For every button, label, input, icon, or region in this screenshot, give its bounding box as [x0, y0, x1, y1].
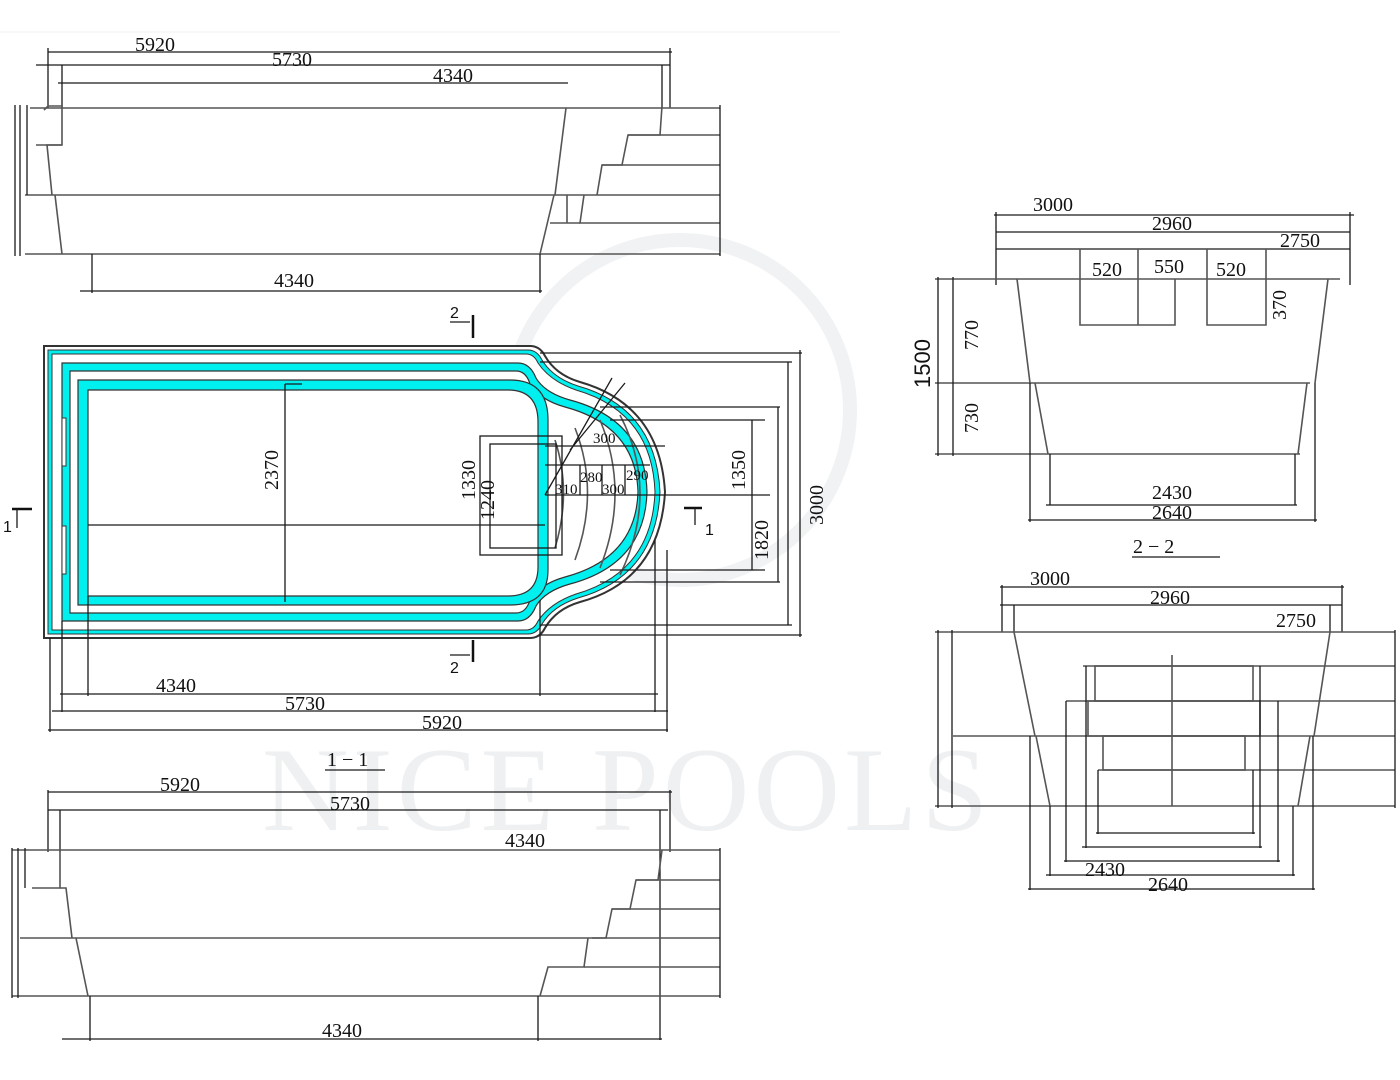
dim-1240: 1240 [477, 480, 499, 520]
section-2-2-lower: 3000 2960 2750 2430 2640 [935, 568, 1396, 896]
dim-5730: 5730 [272, 49, 312, 71]
dim-1-1-5920: 5920 [160, 774, 200, 796]
dim-seat-520-left: 520 [1092, 259, 1122, 281]
dim-depth-1500: 1500 [910, 339, 935, 388]
dim-depth-730: 730 [961, 403, 983, 433]
dim-1350: 1350 [728, 450, 750, 490]
watermark-text: NICE POOLS [262, 723, 992, 856]
section-2-2-label: 2 − 2 [1133, 536, 1174, 558]
dim-1330: 1330 [458, 460, 480, 500]
dim-3000: 3000 [806, 485, 828, 525]
dim-plan-5730: 5730 [285, 693, 325, 715]
dim-2-2b-3000: 3000 [1030, 568, 1070, 590]
dim-2-2-2750: 2750 [1280, 230, 1320, 252]
section-1-1: 1 − 1 5920 5730 4340 4340 [11, 749, 721, 1042]
dim-plan-5920: 5920 [422, 712, 462, 734]
dim-step-310: 310 [555, 482, 578, 498]
section-marker-2-top: 2 [450, 305, 475, 338]
section-marker-1-right: 1 [684, 506, 714, 539]
svg-text:1: 1 [3, 519, 12, 536]
dim-1-1-5730: 5730 [330, 793, 370, 815]
svg-text:2: 2 [450, 305, 459, 322]
section-marker-1-left: 1 [3, 507, 32, 536]
dim-seat-520-right: 520 [1216, 259, 1246, 281]
svg-text:1: 1 [705, 522, 714, 539]
dim-4340-top: 4340 [433, 65, 473, 87]
plan-view: 2370 1330 1240 300 280 290 310 300 1350 … [3, 305, 828, 734]
dim-2-2-2430: 2430 [1152, 482, 1192, 504]
section-1-1-label: 1 − 1 [327, 749, 368, 771]
dim-5920: 5920 [135, 34, 175, 56]
dim-2-2b-2640: 2640 [1148, 874, 1188, 896]
dim-depth-770: 770 [961, 320, 983, 350]
top-elevation: 5920 5730 4340 4340 [14, 34, 721, 293]
dim-step-280: 280 [580, 470, 603, 486]
dim-4340-bottom: 4340 [274, 270, 314, 292]
dim-2-2-3000: 3000 [1033, 194, 1073, 216]
section-marker-2-bottom: 2 [450, 640, 475, 677]
dim-step-290: 290 [626, 468, 649, 484]
svg-text:2: 2 [450, 660, 459, 677]
dim-1-1-4340-bottom: 4340 [322, 1020, 362, 1042]
dim-1820: 1820 [751, 520, 773, 560]
dim-2-2b-2430: 2430 [1085, 859, 1125, 881]
dim-plan-4340: 4340 [156, 675, 196, 697]
dim-2-2b-2750: 2750 [1276, 610, 1316, 632]
dim-2-2-2960: 2960 [1152, 213, 1192, 235]
dim-2-2b-2960: 2960 [1150, 587, 1190, 609]
section-2-2-upper: 3000 2960 2750 520 550 520 370 1500 770 … [910, 194, 1354, 558]
dim-step-300: 300 [602, 482, 625, 498]
dim-seat-370: 370 [1269, 290, 1291, 320]
dim-1-1-4340-top: 4340 [505, 830, 545, 852]
dim-seat-550: 550 [1154, 256, 1184, 278]
dim-2370: 2370 [261, 450, 283, 490]
dim-2-2-2640: 2640 [1152, 502, 1192, 524]
dim-step-300-top: 300 [593, 431, 616, 447]
